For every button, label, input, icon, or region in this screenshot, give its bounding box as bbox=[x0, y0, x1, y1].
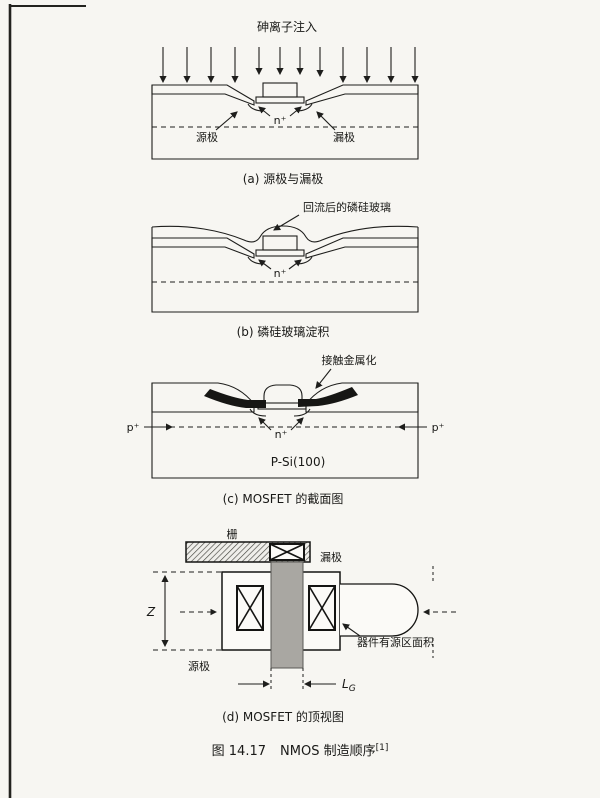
p-plus-right-label: p⁺ bbox=[432, 421, 445, 434]
source-arrow bbox=[215, 111, 238, 131]
drain-arrow bbox=[316, 111, 336, 131]
active-area-arrow bbox=[342, 623, 361, 637]
caption-c: (c) MOSFET 的截面图 bbox=[223, 491, 344, 506]
figure-c: 接触金属化 p⁺ p⁺ n⁺ P-Si(100) (c) MOSFET 的截面图 bbox=[127, 353, 445, 506]
caption-d: (d) MOSFET 的顶视图 bbox=[222, 709, 344, 724]
poly-gate bbox=[262, 82, 298, 98]
figure-d: 栅 Z bbox=[146, 527, 456, 724]
drain-area-contact-x bbox=[308, 585, 336, 631]
source-label: 源极 bbox=[196, 130, 218, 144]
gate-psg-mound bbox=[263, 384, 303, 404]
active-area-label: 器件有源区面积 bbox=[357, 635, 434, 649]
figure-a: 砷离子注入 n⁺ bbox=[151, 19, 419, 186]
drain-junction-line bbox=[295, 256, 313, 265]
n-plus-arrow-right bbox=[289, 106, 302, 117]
figure-b: 回流后的磷硅玻璃 n⁺ (b) 磷硅玻璃淀积 bbox=[151, 200, 419, 339]
drain-label: 漏极 bbox=[320, 550, 342, 564]
z-label: Z bbox=[146, 605, 156, 619]
metal-contact-left bbox=[204, 389, 266, 408]
cross-section-c bbox=[151, 382, 419, 479]
metal-label: 接触金属化 bbox=[322, 353, 377, 367]
drain-label: 漏极 bbox=[333, 130, 355, 144]
cross-section-b bbox=[151, 225, 419, 313]
substrate-outline bbox=[151, 383, 419, 479]
p-plus-left-label: p⁺ bbox=[127, 421, 140, 434]
poly-gate-stripe bbox=[270, 561, 304, 669]
n-plus-arrow-right bbox=[288, 259, 302, 270]
substrate-outline bbox=[151, 85, 419, 160]
labels-b: n⁺ bbox=[258, 259, 302, 280]
rounded-metal-tab bbox=[340, 583, 419, 637]
source-junction-line bbox=[247, 103, 265, 112]
caption-b: (b) 磷硅玻璃淀积 bbox=[237, 324, 330, 339]
lg-label: LG bbox=[342, 677, 356, 694]
scan-edge-marks bbox=[8, 4, 86, 798]
source-junction-line bbox=[247, 256, 265, 265]
n-plus-label: n⁺ bbox=[274, 114, 287, 127]
caption-a: (a) 源极与漏极 bbox=[243, 172, 324, 186]
ion-implant-arrows bbox=[159, 47, 419, 84]
substrate-outline bbox=[151, 227, 419, 313]
labels-a: n⁺ 源极 漏极 bbox=[196, 106, 355, 144]
psg-leader-arrow bbox=[273, 214, 300, 231]
n-plus-arrow-left bbox=[258, 106, 271, 117]
source-contact-x bbox=[236, 585, 264, 631]
drain-junction-line bbox=[295, 103, 313, 112]
n-plus-label: n⁺ bbox=[275, 428, 288, 441]
metal-contact-right bbox=[298, 387, 358, 407]
cross-section-a bbox=[151, 82, 419, 160]
labels-d: 漏极 源极 器件有源区面积 bbox=[188, 550, 434, 673]
top-view-d bbox=[185, 541, 419, 669]
poly-gate bbox=[262, 235, 298, 251]
gate-label: 栅 bbox=[227, 527, 238, 541]
psg-label: 回流后的磷硅玻璃 bbox=[303, 200, 391, 214]
implant-label: 砷离子注入 bbox=[257, 19, 317, 34]
substrate-label: P-Si(100) bbox=[271, 455, 326, 469]
metal-leader-arrow bbox=[315, 368, 332, 389]
field-oxide-left bbox=[151, 84, 255, 106]
field-oxide-right bbox=[305, 237, 419, 259]
n-plus-arrow-left bbox=[258, 259, 272, 270]
source-junction-line bbox=[249, 408, 267, 417]
dimensions-d: Z LG bbox=[146, 566, 456, 694]
n-plus-arrow-left bbox=[258, 417, 272, 431]
psg-surface bbox=[151, 225, 419, 243]
field-oxide-right bbox=[305, 84, 419, 106]
labels-c: p⁺ p⁺ n⁺ P-Si(100) bbox=[127, 417, 445, 469]
field-oxide-left bbox=[151, 382, 255, 413]
field-oxide-left bbox=[151, 237, 255, 259]
source-label: 源极 bbox=[188, 659, 210, 673]
drain-junction-line bbox=[293, 408, 311, 417]
gate-oxide-pad bbox=[255, 96, 305, 104]
n-plus-arrow-right bbox=[290, 417, 304, 431]
drain-contact-x bbox=[269, 543, 305, 561]
gate-oxide-pad bbox=[255, 249, 305, 257]
n-plus-label: n⁺ bbox=[274, 267, 287, 280]
